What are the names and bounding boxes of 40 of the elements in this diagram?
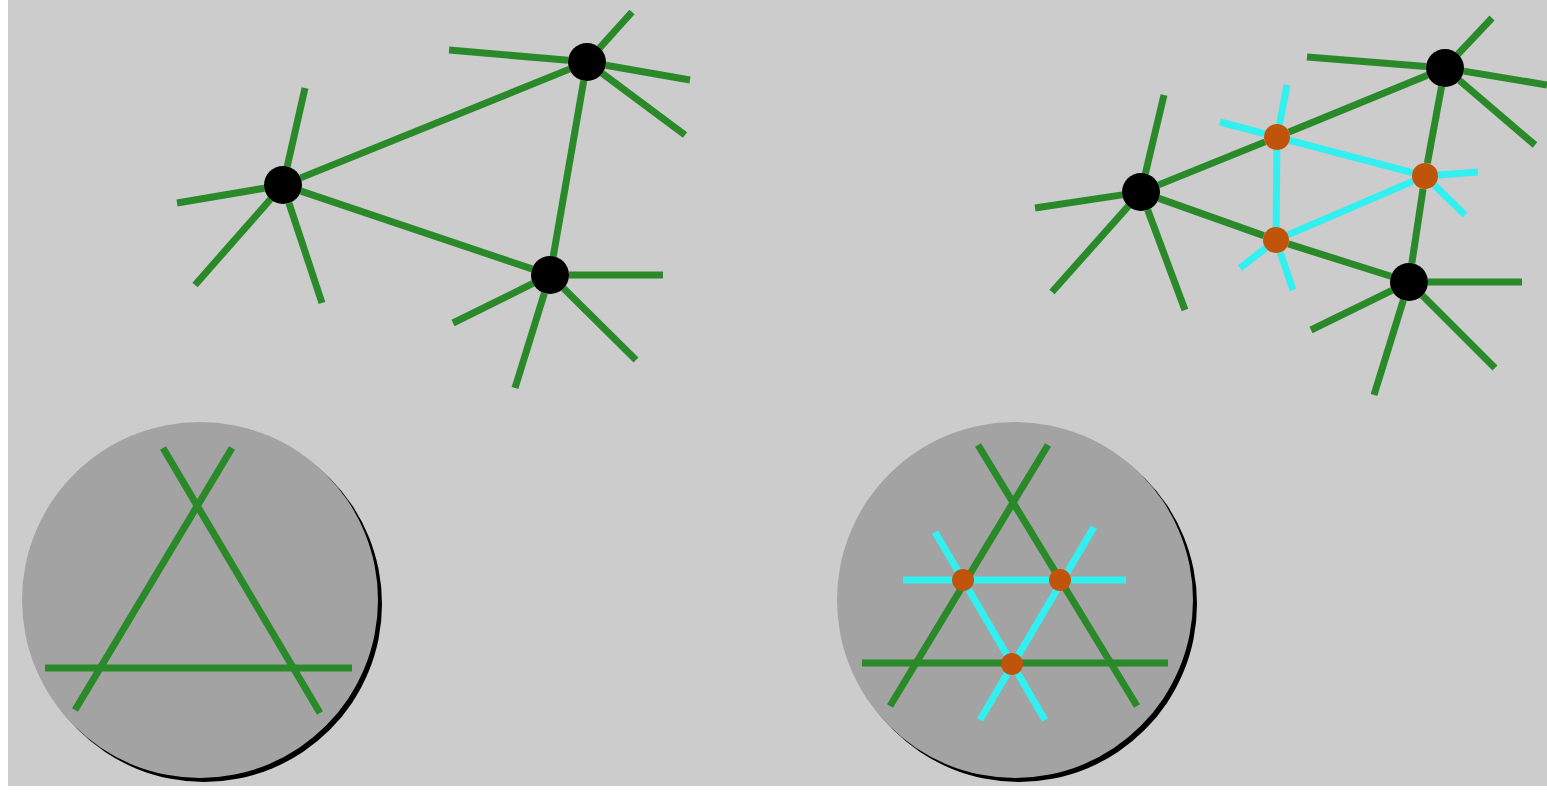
edge-stub xyxy=(192,196,274,288)
edge-stub xyxy=(1457,77,1538,148)
edge-stub xyxy=(1437,168,1479,179)
edge-stub xyxy=(285,201,326,305)
edge-stub xyxy=(605,61,691,84)
edge-stub xyxy=(1370,299,1407,397)
graph-edge xyxy=(1287,72,1429,136)
graph-edge xyxy=(1408,188,1427,264)
graph-edge xyxy=(1272,149,1281,228)
graph-edge xyxy=(1287,240,1392,280)
edge-stub xyxy=(283,87,309,168)
edge-stub xyxy=(1463,67,1547,89)
graph-edge xyxy=(549,80,588,257)
graph-edge xyxy=(1157,138,1267,189)
edge-stub xyxy=(448,46,569,64)
graph-edge xyxy=(1286,177,1415,239)
edge-stub xyxy=(600,70,688,138)
edge-stub xyxy=(1049,203,1131,295)
graph-edge xyxy=(299,65,571,182)
edge-stub xyxy=(1455,15,1495,57)
edge-stub xyxy=(1219,118,1266,138)
edge-stub xyxy=(1034,191,1123,212)
edge-stub xyxy=(1431,182,1468,218)
edge-stub xyxy=(597,9,635,51)
edge-stub xyxy=(1419,292,1498,371)
edge-stub xyxy=(1141,94,1168,175)
graph-edge xyxy=(1423,86,1445,164)
graph-edge xyxy=(1157,195,1265,239)
edge-stub xyxy=(1309,287,1394,334)
edge-stub xyxy=(1276,251,1297,292)
edge-stub xyxy=(511,292,548,390)
edge-stub xyxy=(1144,208,1189,312)
edge-stub xyxy=(1237,245,1268,271)
edge-stub xyxy=(451,280,535,327)
graph-edge xyxy=(1288,136,1414,177)
edge-stub xyxy=(176,184,265,207)
graph-edge xyxy=(299,187,534,273)
edge-stub xyxy=(1276,84,1291,125)
edge-stub xyxy=(1306,53,1427,70)
edge-stub xyxy=(561,285,639,363)
